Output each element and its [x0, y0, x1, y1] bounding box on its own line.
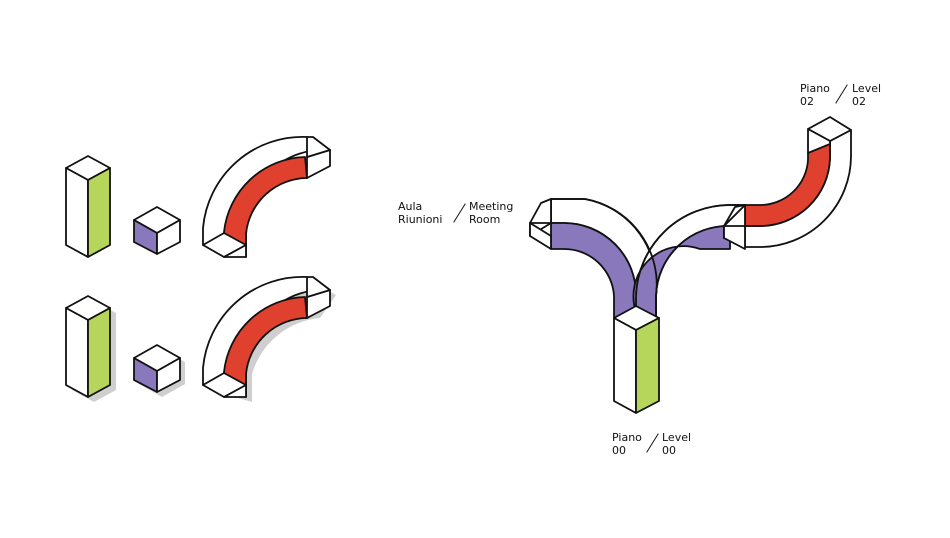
crossing-outline: [550, 198, 746, 319]
legend-pillar: [65, 155, 111, 258]
label-level00-it-top: Piano: [612, 431, 642, 444]
label-level00-en: Level 00: [662, 431, 691, 457]
label-level00-en-bottom: 00: [662, 444, 676, 457]
green-pillar: [613, 305, 660, 414]
label-level00-it: Piano 00: [612, 431, 642, 457]
legend-cube: [133, 206, 181, 255]
label-meeting-it: Aula Riunioni: [398, 200, 442, 226]
label-level02-it-bottom: 02: [800, 95, 814, 108]
label-level00-it-bottom: 00: [612, 444, 626, 457]
legend-curve: [202, 136, 331, 258]
purple-route-right: [632, 204, 746, 319]
label-level02-it-top: Piano: [800, 82, 830, 95]
label-meeting-en-bottom: Room: [469, 213, 501, 226]
label-level02-en-top: Level: [852, 82, 882, 95]
legend-pillar-shadowed: [65, 295, 116, 402]
label-level02-en: Level 02: [852, 82, 881, 108]
label-meeting-it-top: Aula: [398, 200, 423, 213]
label-level00-en-top: Level: [662, 431, 692, 444]
label-meeting-en-top: Meeting: [469, 200, 514, 213]
label-level02-en-bottom: 02: [852, 95, 866, 108]
legend-cube-shadowed: [133, 344, 185, 397]
label-level02-it: Piano 02: [800, 82, 830, 108]
red-route: [744, 116, 852, 248]
label-meeting-en: Meeting Room: [469, 200, 513, 226]
legend-curve-shadowed: [202, 276, 336, 402]
label-meeting-it-bottom: Riunioni: [398, 213, 443, 226]
